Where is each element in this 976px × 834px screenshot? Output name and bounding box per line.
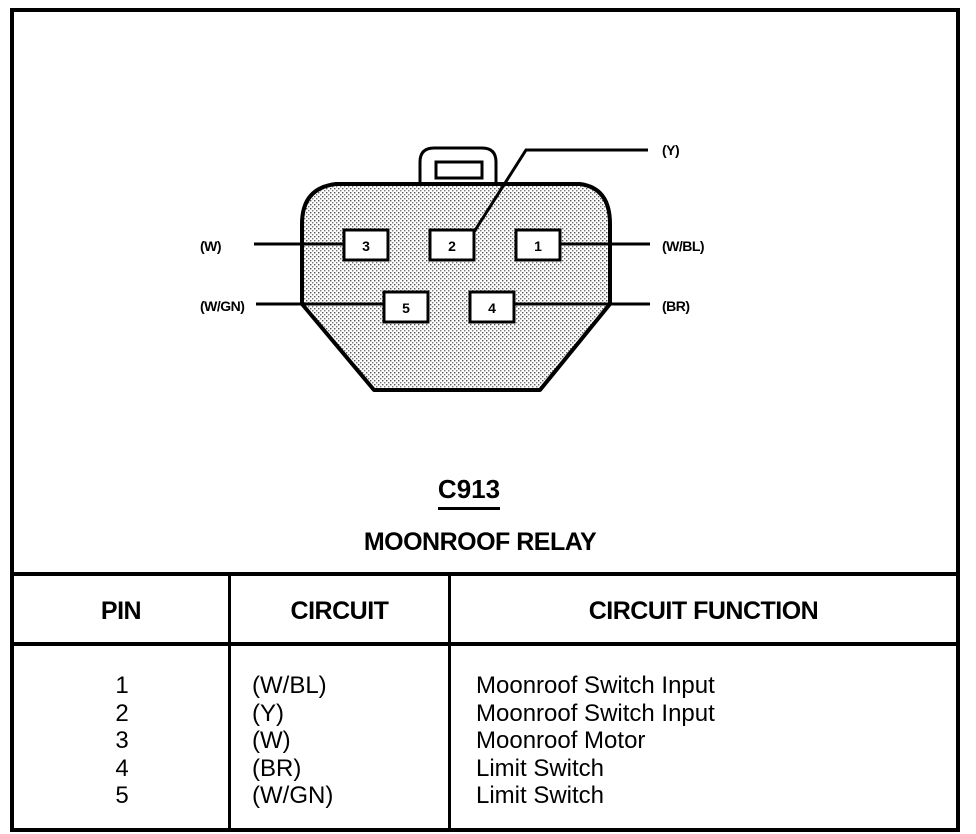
table-cell-circuit: (W/BL) — [252, 672, 327, 699]
pin-cavity-1 — [514, 228, 562, 262]
table-column-divider — [448, 576, 451, 828]
table-cell-function: Moonroof Switch Input — [476, 699, 715, 727]
diagram-frame: 3 2 1 5 4 (Y) (W) (W/BL) (W/GN) (BR) C91… — [10, 8, 960, 832]
table-cell-circuit: (BR) — [252, 754, 302, 782]
table-cell-function: Moonroof Switch Input — [476, 672, 715, 699]
table-cell-pin: 3 — [115, 727, 129, 754]
connector-body — [300, 182, 612, 392]
table-cell-pin: 1 — [115, 672, 129, 699]
pin-column: 1 2 3 4 5 — [14, 672, 230, 810]
wire-label-pin2: (Y) — [662, 142, 680, 158]
pin-number-2: 2 — [448, 238, 456, 254]
table-column-divider — [228, 576, 231, 828]
circuit-column: (W/BL) (Y) (W) (BR) (W/GN) — [252, 672, 333, 810]
table-header-border — [14, 642, 956, 646]
connector-id-text: C913 — [437, 475, 501, 510]
wire-label-pin4: (BR) — [662, 298, 690, 314]
header-pin: PIN — [100, 597, 142, 625]
table-cell-pin: 4 — [115, 754, 129, 782]
pin-number-1: 1 — [534, 238, 542, 254]
pin-cavity-3 — [342, 228, 390, 262]
connector-name: MOONROOF RELAY — [363, 528, 597, 556]
table-cell-circuit: (W) — [252, 727, 291, 754]
table-cell-pin: 5 — [115, 782, 129, 809]
header-circuit-function: CIRCUIT FUNCTION — [588, 597, 819, 625]
wire-label-pin3: (W) — [200, 238, 222, 254]
wire-label-pin5: (W/GN) — [200, 298, 245, 314]
table-cell-circuit: (W/GN) — [252, 782, 334, 809]
table-cell-circuit: (Y) — [252, 699, 284, 727]
table-cell-function: Moonroof Motor — [476, 727, 646, 754]
function-column: Moonroof Switch Input Moonroof Switch In… — [476, 672, 715, 810]
pin-cavity-4 — [468, 290, 516, 324]
wire-label-pin1: (W/BL) — [662, 238, 705, 254]
pin-number-4: 4 — [488, 300, 496, 316]
table-cell-function: Limit Switch — [476, 754, 605, 782]
latch-slot — [434, 160, 484, 180]
pin-number-3: 3 — [362, 238, 370, 254]
wire-pin2 — [472, 148, 648, 233]
table-cell-function: Limit Switch — [476, 782, 605, 809]
table-cell-pin: 2 — [115, 699, 129, 727]
pin-table: PIN CIRCUIT CIRCUIT FUNCTION 1 2 3 4 5 (… — [14, 572, 956, 828]
pin-cavity-5 — [382, 290, 430, 324]
connector-drawing: 3 2 1 5 4 — [254, 146, 650, 392]
header-circuit: CIRCUIT — [290, 597, 389, 625]
pin-cavity-2 — [428, 228, 476, 262]
connector-id: C913 — [14, 474, 924, 510]
table-top-border — [14, 572, 956, 576]
pin-number-5: 5 — [402, 300, 410, 316]
